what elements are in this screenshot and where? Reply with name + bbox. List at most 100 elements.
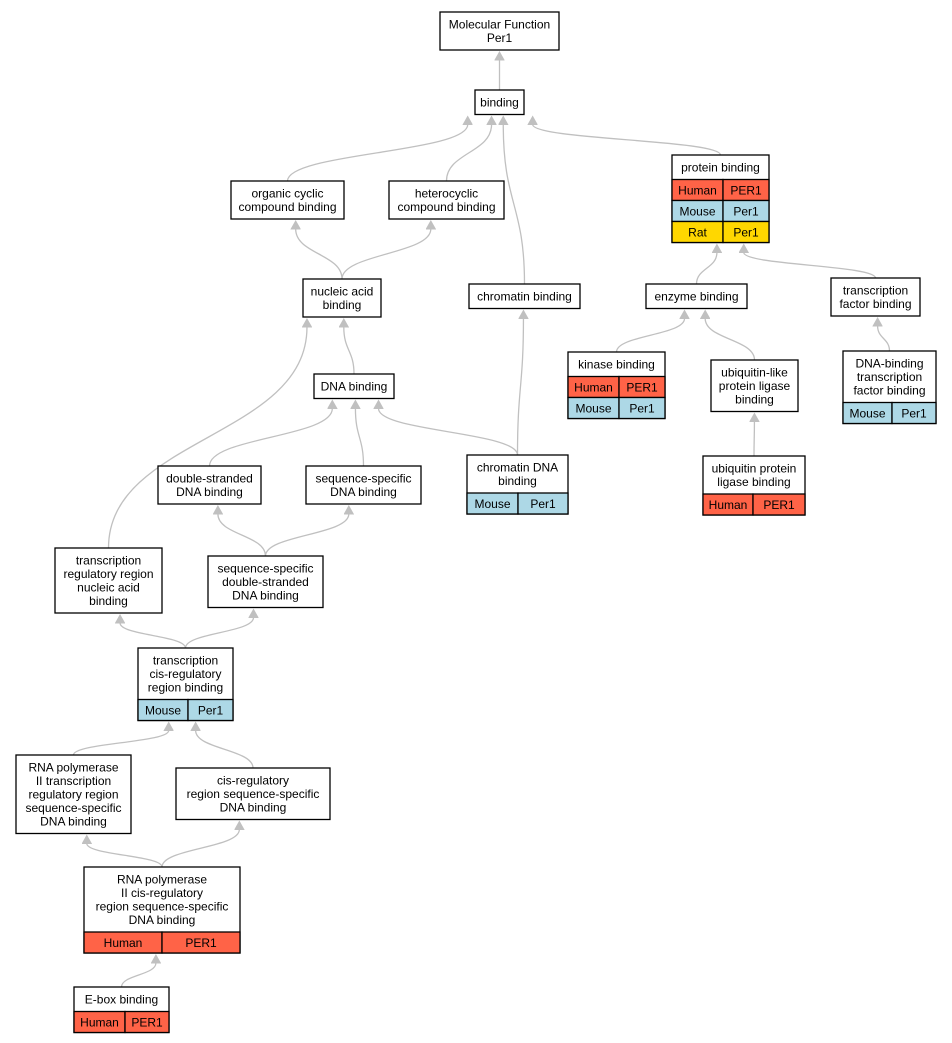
gene-label: PER1 [763, 498, 795, 512]
term-label-line: DNA binding [330, 485, 397, 499]
gene-cell [752, 493, 806, 516]
term-label-line: RNA polymerase [117, 873, 207, 887]
term-label-line: DNA binding [40, 815, 107, 829]
term-label-line: enzyme binding [654, 290, 738, 304]
edge-tr-region-na-to-nucleic-acid [107, 327, 307, 549]
term-label-line: binding [498, 474, 537, 488]
term-label-line: DNA binding [129, 913, 196, 927]
term-label-line: region sequence-specific [96, 900, 229, 914]
edge-chromatin-dna-to-chromatin-binding [516, 319, 524, 456]
gene-label: Per1 [901, 407, 927, 421]
edge-enzyme-binding-to-protein-binding [695, 253, 717, 285]
term-label-line: chromatin binding [477, 290, 572, 304]
term-label-line: RNA polymerase [28, 761, 118, 775]
gene-cell [891, 401, 937, 425]
gene-label: PER1 [626, 381, 658, 395]
go-term-enzyme-binding[interactable]: enzyme binding [645, 283, 748, 310]
annotation-row-human: Human PER1 [702, 493, 806, 516]
edge-tf-binding-to-protein-binding [744, 253, 877, 279]
gene-label: Per1 [629, 402, 655, 416]
term-label-line: transcription [857, 370, 922, 384]
term-label-line: cis-regulatory [217, 774, 289, 788]
edge-rnap2-cis-reg-to-cis-reg-seq-specific [161, 830, 239, 868]
term-label-line: transcription [76, 554, 141, 568]
term-label-line: E-box binding [85, 993, 158, 1007]
go-term-binding[interactable]: binding [474, 89, 525, 116]
edge-rnap2-tr-region-to-cis-regulatory [72, 731, 169, 756]
species-label: Human [678, 184, 717, 198]
edge-protein-binding-to-binding [533, 125, 722, 156]
species-label: Mouse [679, 205, 715, 219]
species-label: Mouse [575, 402, 611, 416]
term-label-line: binding [735, 393, 774, 407]
edge-organic-cyclic-to-binding [286, 125, 468, 182]
edge-nucleic-acid-to-organic-cyclic [296, 229, 343, 280]
edge-chromatin-dna-to-dna-binding [379, 409, 519, 456]
term-label-line: protein binding [681, 161, 760, 175]
term-label-line: binding [480, 96, 519, 110]
gene-cell [618, 396, 666, 420]
species-label: Human [709, 498, 748, 512]
term-label-line: regulatory region [63, 567, 153, 581]
edge-ebox-to-rnap2-cis-reg [120, 963, 156, 988]
gene-label: PER1 [131, 1016, 163, 1030]
term-label-line: DNA binding [232, 589, 299, 603]
go-term-chromatin-binding[interactable]: chromatin binding [468, 283, 581, 310]
species-label: Rat [688, 226, 707, 240]
term-label-line: sequence-specific [25, 801, 121, 815]
term-box [305, 465, 422, 505]
term-label-line: II transcription [36, 774, 111, 788]
term-box [175, 767, 331, 821]
term-label-line: ligase binding [717, 475, 790, 489]
term-label-line: binding [89, 594, 128, 608]
species-label: Mouse [145, 704, 181, 718]
term-label-line: ubiquitin protein [712, 462, 797, 476]
term-label-line: protein ligase [719, 379, 791, 393]
gene-cell [517, 492, 569, 515]
edge-cis-regulatory-to-seq-specific-ds [184, 618, 254, 649]
term-box [313, 373, 395, 400]
term-label-line: Molecular Function [449, 18, 550, 32]
term-label-line: nucleic acid [311, 285, 374, 299]
term-label-line: chromatin DNA [477, 461, 558, 475]
term-label-line: ubiquitin-like [721, 366, 788, 380]
term-label-line: kinase binding [578, 358, 655, 372]
term-label-line: DNA-binding [855, 357, 923, 371]
term-label-line: factor binding [853, 384, 925, 398]
term-label-line: sequence-specific [315, 472, 411, 486]
term-label-line: DNA binding [220, 801, 287, 815]
term-box [710, 359, 799, 413]
term-label-line: compound binding [397, 200, 495, 214]
term-label-line: nucleic acid [77, 581, 140, 595]
term-label-line: transcription [153, 654, 218, 668]
go-term-dna-binding[interactable]: DNA binding [313, 373, 395, 400]
edge-kinase-binding-to-enzyme-binding [615, 319, 685, 353]
term-label-line: heterocyclic [415, 187, 478, 201]
term-box [157, 465, 262, 505]
